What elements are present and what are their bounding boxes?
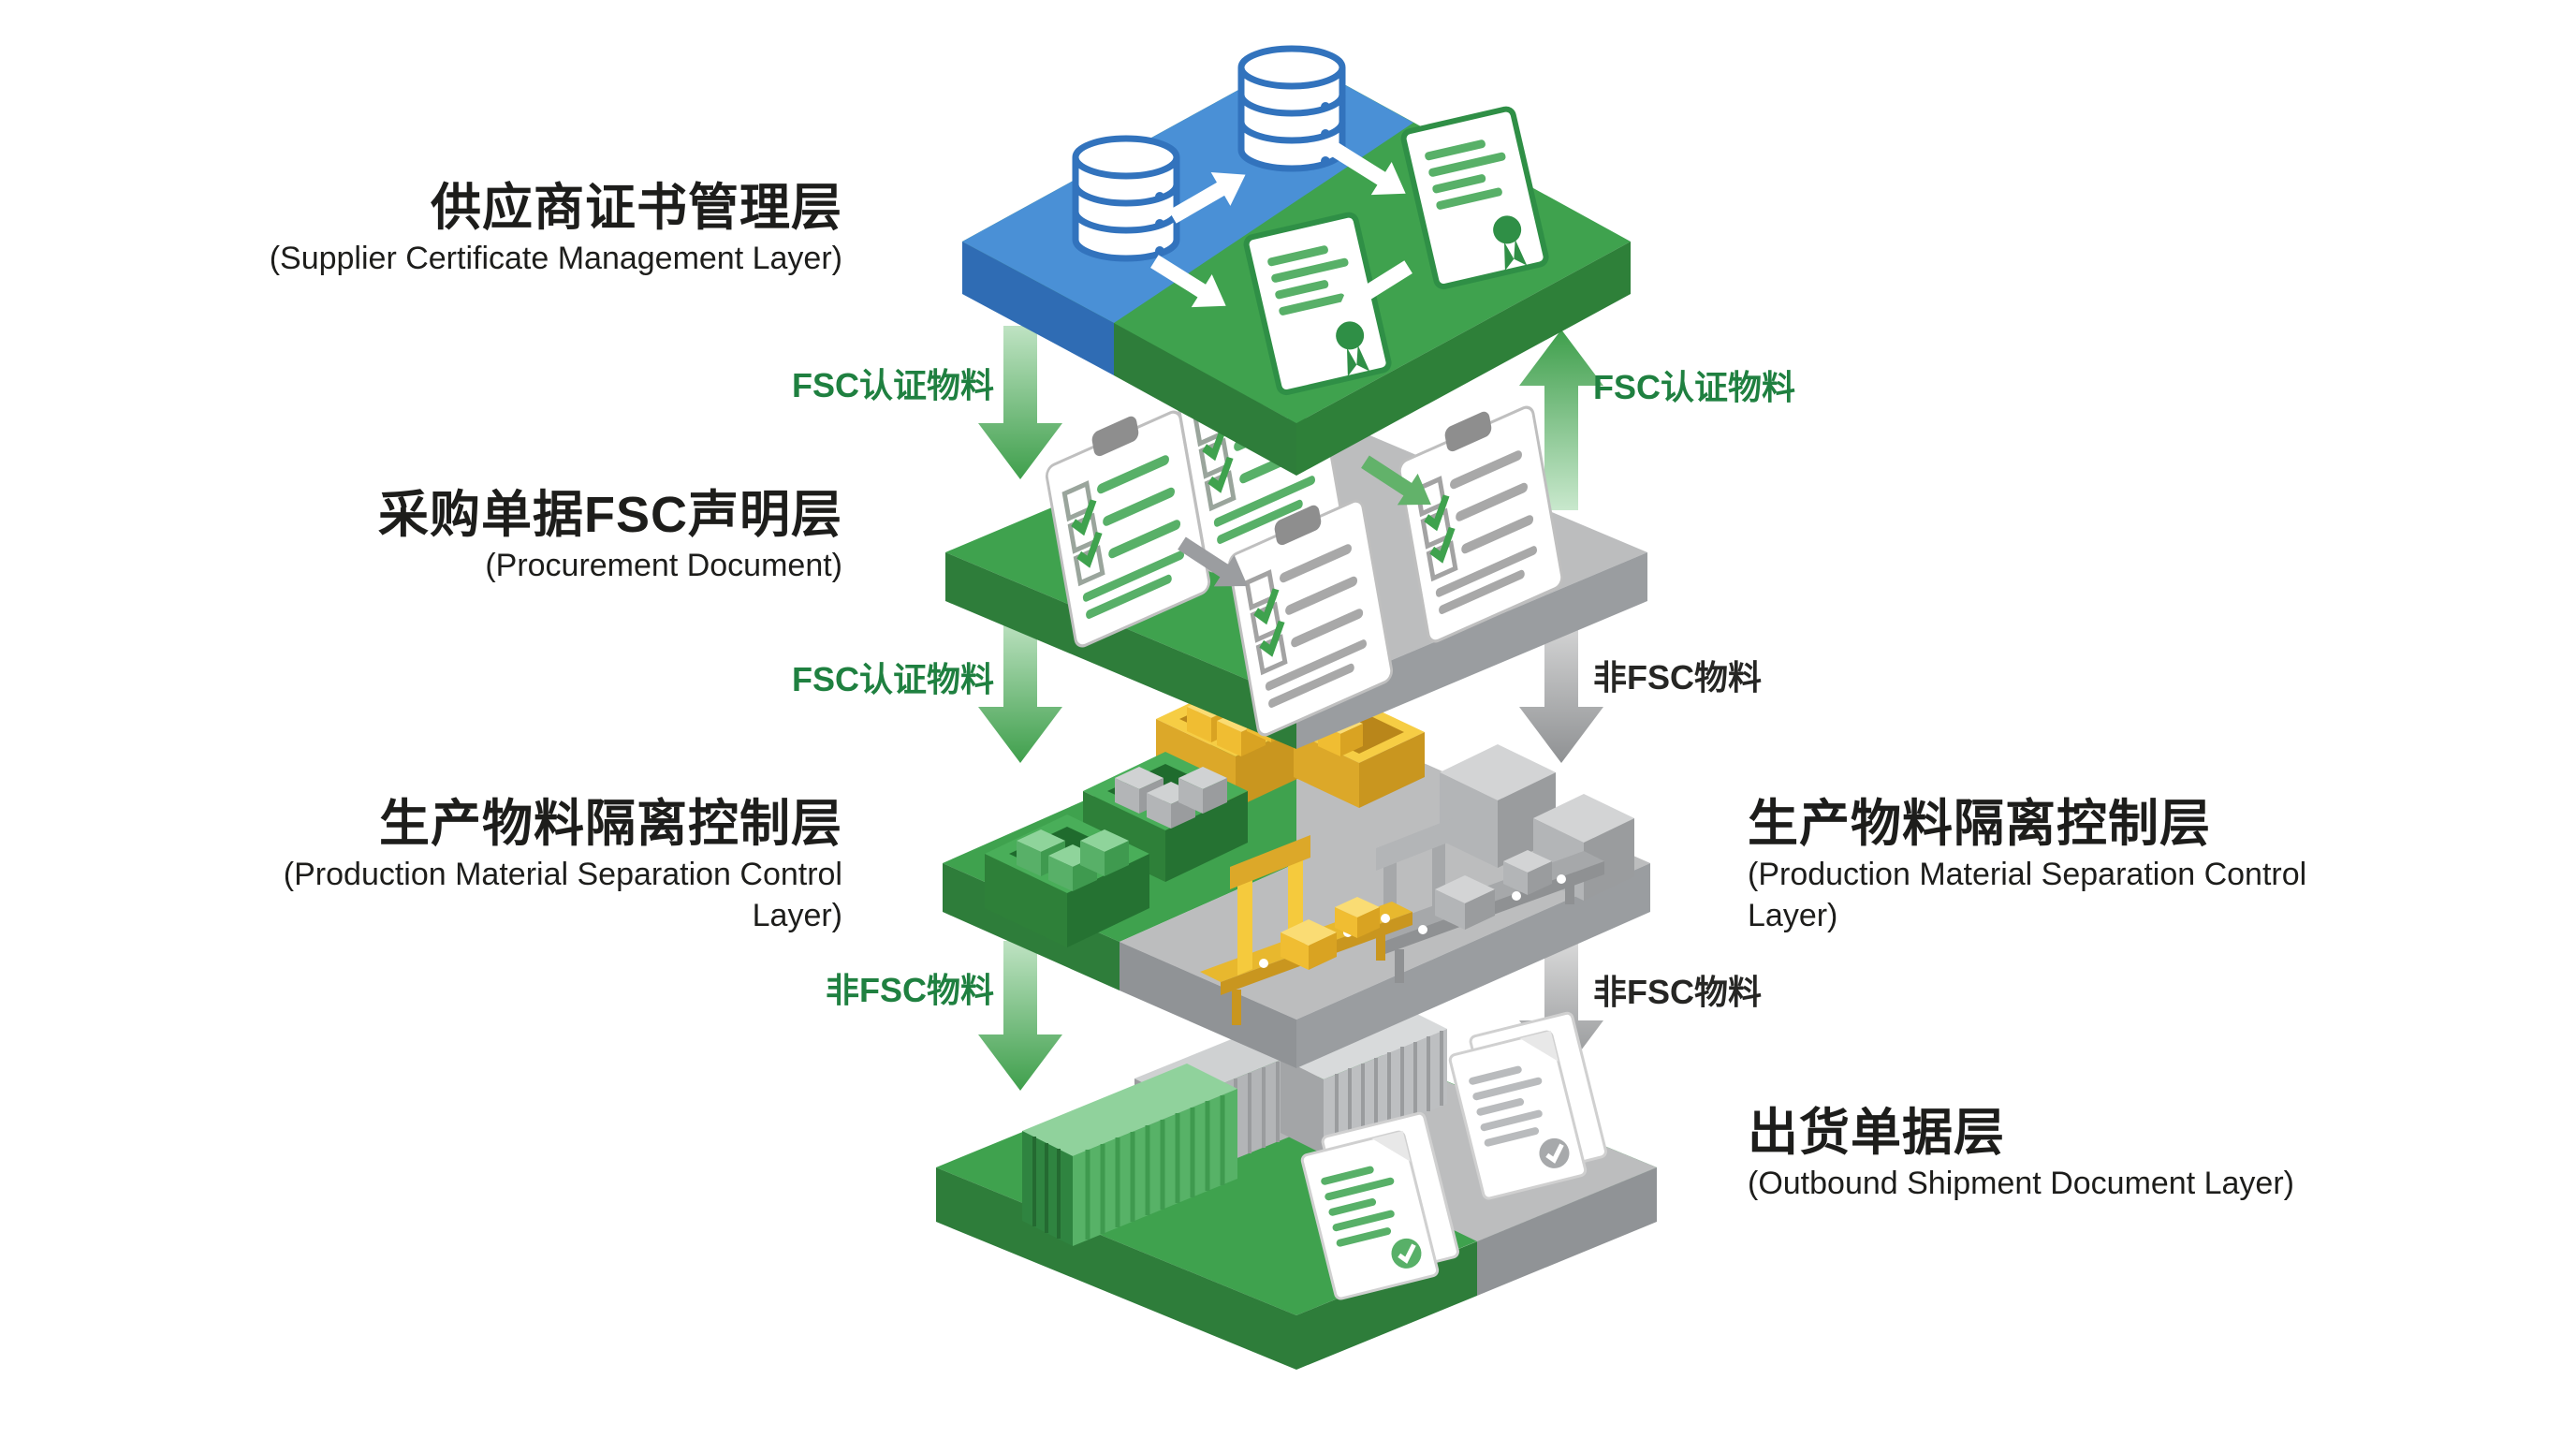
label-layer3-left: 生产物料隔离控制层 (Production Material Separatio… bbox=[234, 794, 842, 936]
database-icon bbox=[1072, 135, 1180, 262]
layer-procurement-documents bbox=[945, 335, 1647, 749]
certificate-icon bbox=[1400, 106, 1549, 290]
layer3-subtitle: (Production Material Separation Control … bbox=[283, 857, 842, 933]
platform-side bbox=[1296, 863, 1650, 1068]
platform-side bbox=[1120, 942, 1296, 1068]
label-layer1: 供应商证书管理层 (Supplier Certificate Managemen… bbox=[262, 178, 842, 279]
layer3-subtitle: (Production Material Separation Control … bbox=[1748, 857, 2307, 933]
crate-icon bbox=[1294, 701, 1425, 808]
layer1-title: 供应商证书管理层 bbox=[431, 180, 842, 236]
label-layer2: 采购单据FSC声明层 (Procurement Document) bbox=[262, 485, 842, 586]
label-layer3-right: 生产物料隔离控制层 (Production Material Separatio… bbox=[1748, 794, 2403, 936]
arrow-down-icon bbox=[1519, 594, 1603, 763]
layer-production-separation bbox=[943, 682, 1650, 1068]
flow-label-fsc-1: FSC认证物料 bbox=[791, 366, 994, 404]
cube-icon bbox=[1503, 850, 1552, 895]
shipping-container-icon bbox=[1281, 1007, 1447, 1154]
crate-icon bbox=[1083, 752, 1248, 882]
conveyor-icon bbox=[1200, 835, 1412, 1025]
platform-side bbox=[962, 242, 1114, 375]
platform-side bbox=[1477, 1167, 1657, 1296]
layer1-subtitle: (Supplier Certificate Management Layer) bbox=[269, 241, 842, 276]
database-icon bbox=[1237, 45, 1346, 172]
platform-side bbox=[1114, 323, 1296, 476]
platform-side bbox=[945, 552, 1296, 749]
layer3-title: 生产物料隔离控制层 bbox=[379, 796, 842, 852]
arrow-down-icon bbox=[978, 941, 1062, 1091]
layer2-subtitle: (Procurement Document) bbox=[485, 548, 842, 583]
cube-icon bbox=[1335, 897, 1380, 938]
clipboard-checklist-icon bbox=[1227, 499, 1394, 737]
document-check-icon bbox=[1448, 1011, 1607, 1200]
platform-side bbox=[1296, 242, 1631, 476]
conveyor-icon bbox=[1362, 818, 1604, 983]
layer3-title: 生产物料隔离控制层 bbox=[1748, 796, 2211, 852]
label-layer4: 出货单据层 (Outbound Shipment Document Layer) bbox=[1748, 1103, 2356, 1204]
flow-label-nonfsc-3: 非FSC物料 bbox=[1593, 973, 1763, 1011]
layer2-title: 采购单据FSC声明层 bbox=[378, 487, 842, 543]
document-check-icon bbox=[1300, 1111, 1459, 1300]
flow-label-fsc-3: FSC认证物料 bbox=[791, 660, 994, 698]
flow-label-fsc-2: FSC认证物料 bbox=[1593, 368, 1796, 406]
layer4-title: 出货单据层 bbox=[1748, 1105, 2005, 1161]
flow-label-nonfsc-2: 非FSC物料 bbox=[825, 971, 994, 1009]
crate-icon bbox=[985, 814, 1149, 947]
arrow-up-icon bbox=[1519, 330, 1603, 510]
cube-icon bbox=[1435, 875, 1495, 930]
platform-side bbox=[1296, 552, 1647, 749]
cube-icon bbox=[1281, 919, 1337, 970]
flow-label-nonfsc-1: 非FSC物料 bbox=[1593, 658, 1763, 697]
layer4-subtitle: (Outbound Shipment Document Layer) bbox=[1748, 1166, 2294, 1201]
clipboard-checklist-icon bbox=[1045, 410, 1211, 648]
shipping-container-icon bbox=[1022, 1064, 1237, 1246]
layer-supplier-certificates bbox=[962, 45, 1631, 476]
arrow-down-icon bbox=[978, 618, 1062, 763]
arrow-down-icon bbox=[978, 326, 1062, 479]
